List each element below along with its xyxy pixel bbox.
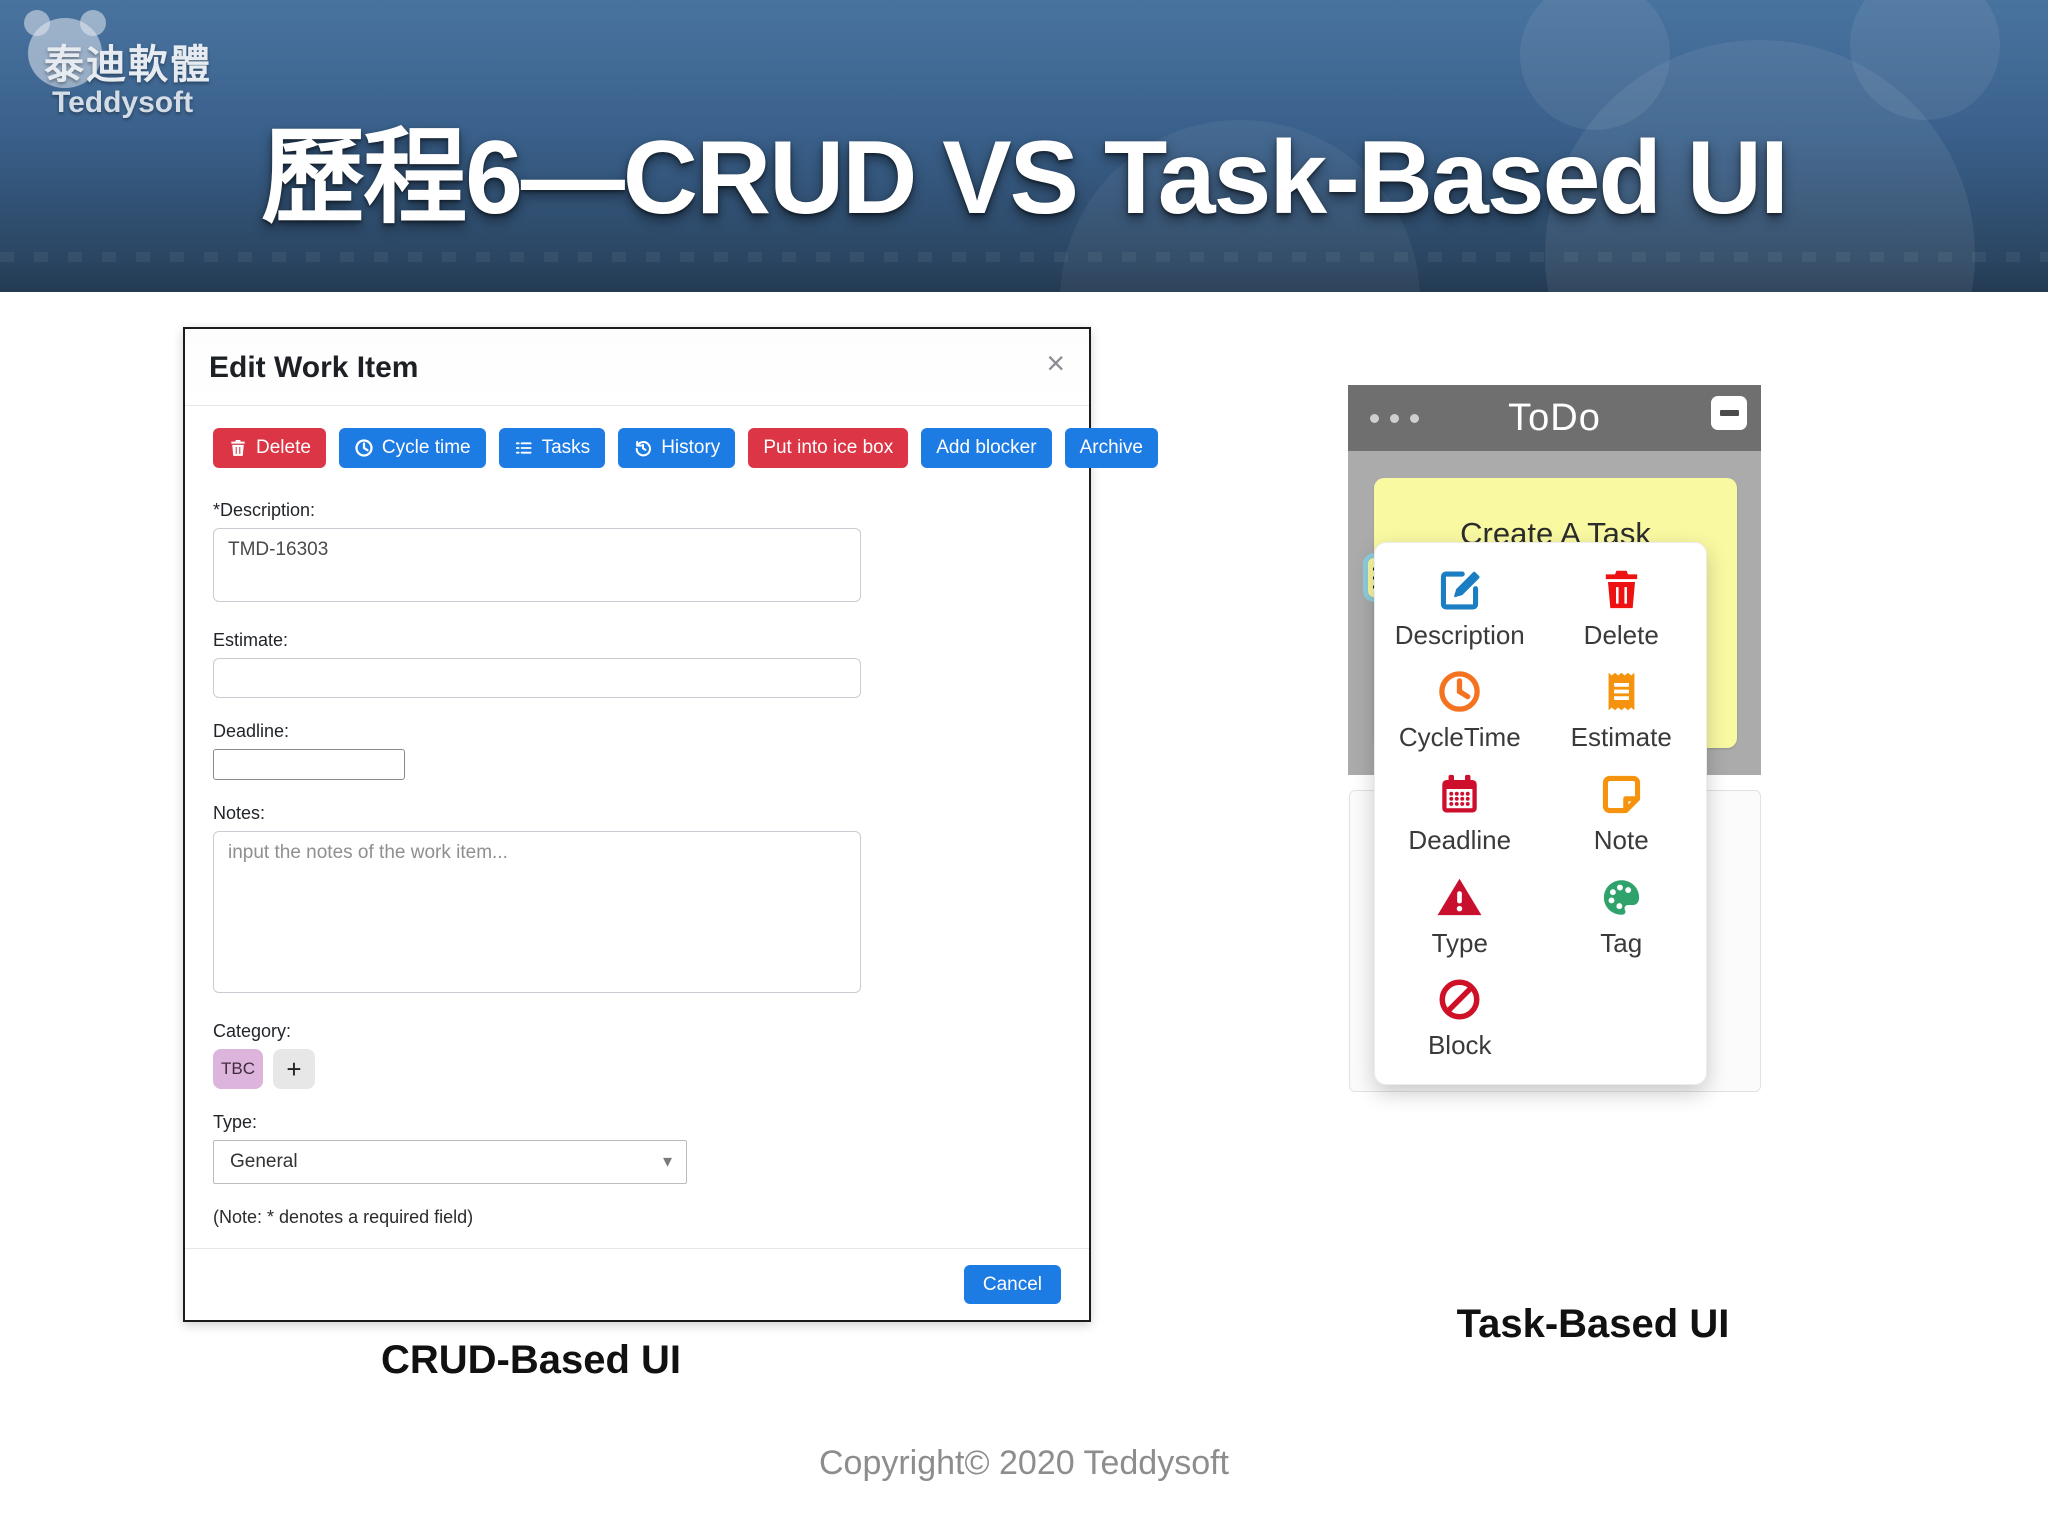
bear-silhouette-icon [1850,0,2000,120]
estimate-label: Estimate: [213,630,289,650]
teddysoft-logo: 泰迪軟體 Teddysoft [24,10,258,140]
todo-titlebar: ToDo [1348,385,1761,451]
task-caption: Task-Based UI [1456,1302,1730,1346]
cycle-time-button[interactable]: Cycle time [338,428,486,468]
menu-item-label: Note [1593,824,1649,855]
edit-icon [1436,566,1483,613]
delete-menu-item[interactable]: Delete [1584,566,1659,651]
type-group: Type: General ▾ [213,1112,1061,1184]
clock-icon [1436,668,1483,715]
ban-icon [1436,976,1483,1023]
delete-button[interactable]: Delete [213,428,326,468]
chevron-down-icon: ▾ [662,1151,672,1171]
category-label: Category: [213,1021,292,1041]
tag-menu-item[interactable]: Tag [1598,874,1645,959]
type-menu-item[interactable]: Type [1432,874,1488,959]
tasks-icon [514,438,534,458]
cancel-button[interactable]: Cancel [963,1265,1061,1304]
archive-button[interactable]: Archive [1064,428,1158,468]
logo-latin-text: Teddysoft [52,86,194,119]
modal-body: Delete Cycle time Tasks History Put into ice… [185,406,1158,1248]
description-label: *Description: [213,500,316,520]
warning-icon [1436,874,1483,921]
note-icon [1598,771,1645,818]
header-dots-decoration [0,252,2048,262]
menu-item-label: Block [1427,1030,1492,1061]
button-label: Tasks [541,437,591,458]
description-field[interactable]: TMD-16303 [213,528,861,602]
history-icon [633,438,653,458]
notes-field[interactable] [213,831,861,993]
cycletime-menu-item[interactable]: CycleTime [1399,668,1521,753]
menu-item-label: Estimate [1570,722,1672,753]
required-field-note: (Note: * denotes a required field) [213,1207,474,1227]
type-select-value: General [230,1151,298,1172]
add-blocker-button[interactable]: Add blocker [921,428,1052,468]
history-button[interactable]: History [618,428,736,468]
estimate-menu-item[interactable]: Estimate [1571,668,1672,753]
button-label: Add blocker [936,437,1037,458]
note-menu-item[interactable]: Note [1594,771,1649,856]
page-title: 歷程6—CRUD VS Task-Based UI [261,120,1789,236]
menu-item-label: CycleTime [1398,722,1521,753]
put-into-ice-box-button[interactable]: Put into ice box [748,428,909,468]
receipt-icon [1598,668,1645,715]
deadline-field[interactable] [213,749,405,780]
menu-item-label: Tag [1600,927,1643,958]
description-menu-item[interactable]: Description [1395,566,1525,651]
bear-silhouette-icon [1520,0,1670,130]
minimize-button[interactable] [1711,396,1747,430]
tasks-button[interactable]: Tasks [498,428,606,468]
button-label: Archive [1079,437,1143,458]
calendar-icon [1436,771,1483,818]
window-dots-icon [1370,414,1419,423]
deadline-label: Deadline: [213,721,290,741]
block-menu-item[interactable]: Block [1428,976,1492,1061]
button-label: History [661,437,721,458]
trash-icon [228,438,248,458]
add-category-button[interactable]: + [273,1049,315,1089]
header-banner: 泰迪軟體 Teddysoft 歷程6—CRUD VS Task-Based UI [0,0,2048,292]
close-icon[interactable]: × [1046,345,1065,381]
minus-icon [1719,410,1739,416]
category-tag-tbc[interactable]: TBC [213,1049,263,1089]
menu-item-label: Description [1394,619,1525,650]
clock-icon [354,438,374,458]
copyright-text: Copyright© 2020 Teddysoft [818,1444,1229,1482]
type-label: Type: [213,1112,258,1132]
description-group: *Description: TMD-16303 [213,500,1061,607]
modal-toolbar: Delete Cycle time Tasks History Put into ice… [213,428,1158,468]
bear-logo-icon [24,10,106,88]
logo-cjk-text: 泰迪軟體 [44,43,212,87]
button-label: Cycle time [381,437,471,458]
category-group: Category: TBC + [213,1021,1061,1089]
menu-item-label: Deadline [1408,824,1512,855]
deadline-group: Deadline: [213,721,1061,780]
type-select[interactable]: General ▾ [213,1140,687,1184]
notes-group: Notes: [213,803,1061,998]
modal-footer: Cancel [185,1248,1089,1320]
category-chips: TBC + [213,1049,1061,1089]
menu-item-label: Type [1431,927,1488,958]
deadline-menu-item[interactable]: Deadline [1408,771,1511,856]
notes-label: Notes: [213,803,266,823]
button-label: Delete [256,437,311,458]
edit-work-item-modal: Edit Work Item × Delete Cycle time Tasks Hi… [183,327,1158,1322]
estimate-field[interactable] [213,658,861,698]
menu-item-label: Delete [1583,619,1659,650]
crud-caption: CRUD-Based UI [380,1338,682,1382]
button-label: Put into ice box [763,437,894,458]
trash-icon [1598,566,1645,613]
modal-header: Edit Work Item × [185,329,1089,406]
palette-icon [1598,874,1645,921]
estimate-group: Estimate: [213,630,1061,698]
modal-title: Edit Work Item [209,351,419,384]
todo-window-title: ToDo [1508,396,1601,439]
